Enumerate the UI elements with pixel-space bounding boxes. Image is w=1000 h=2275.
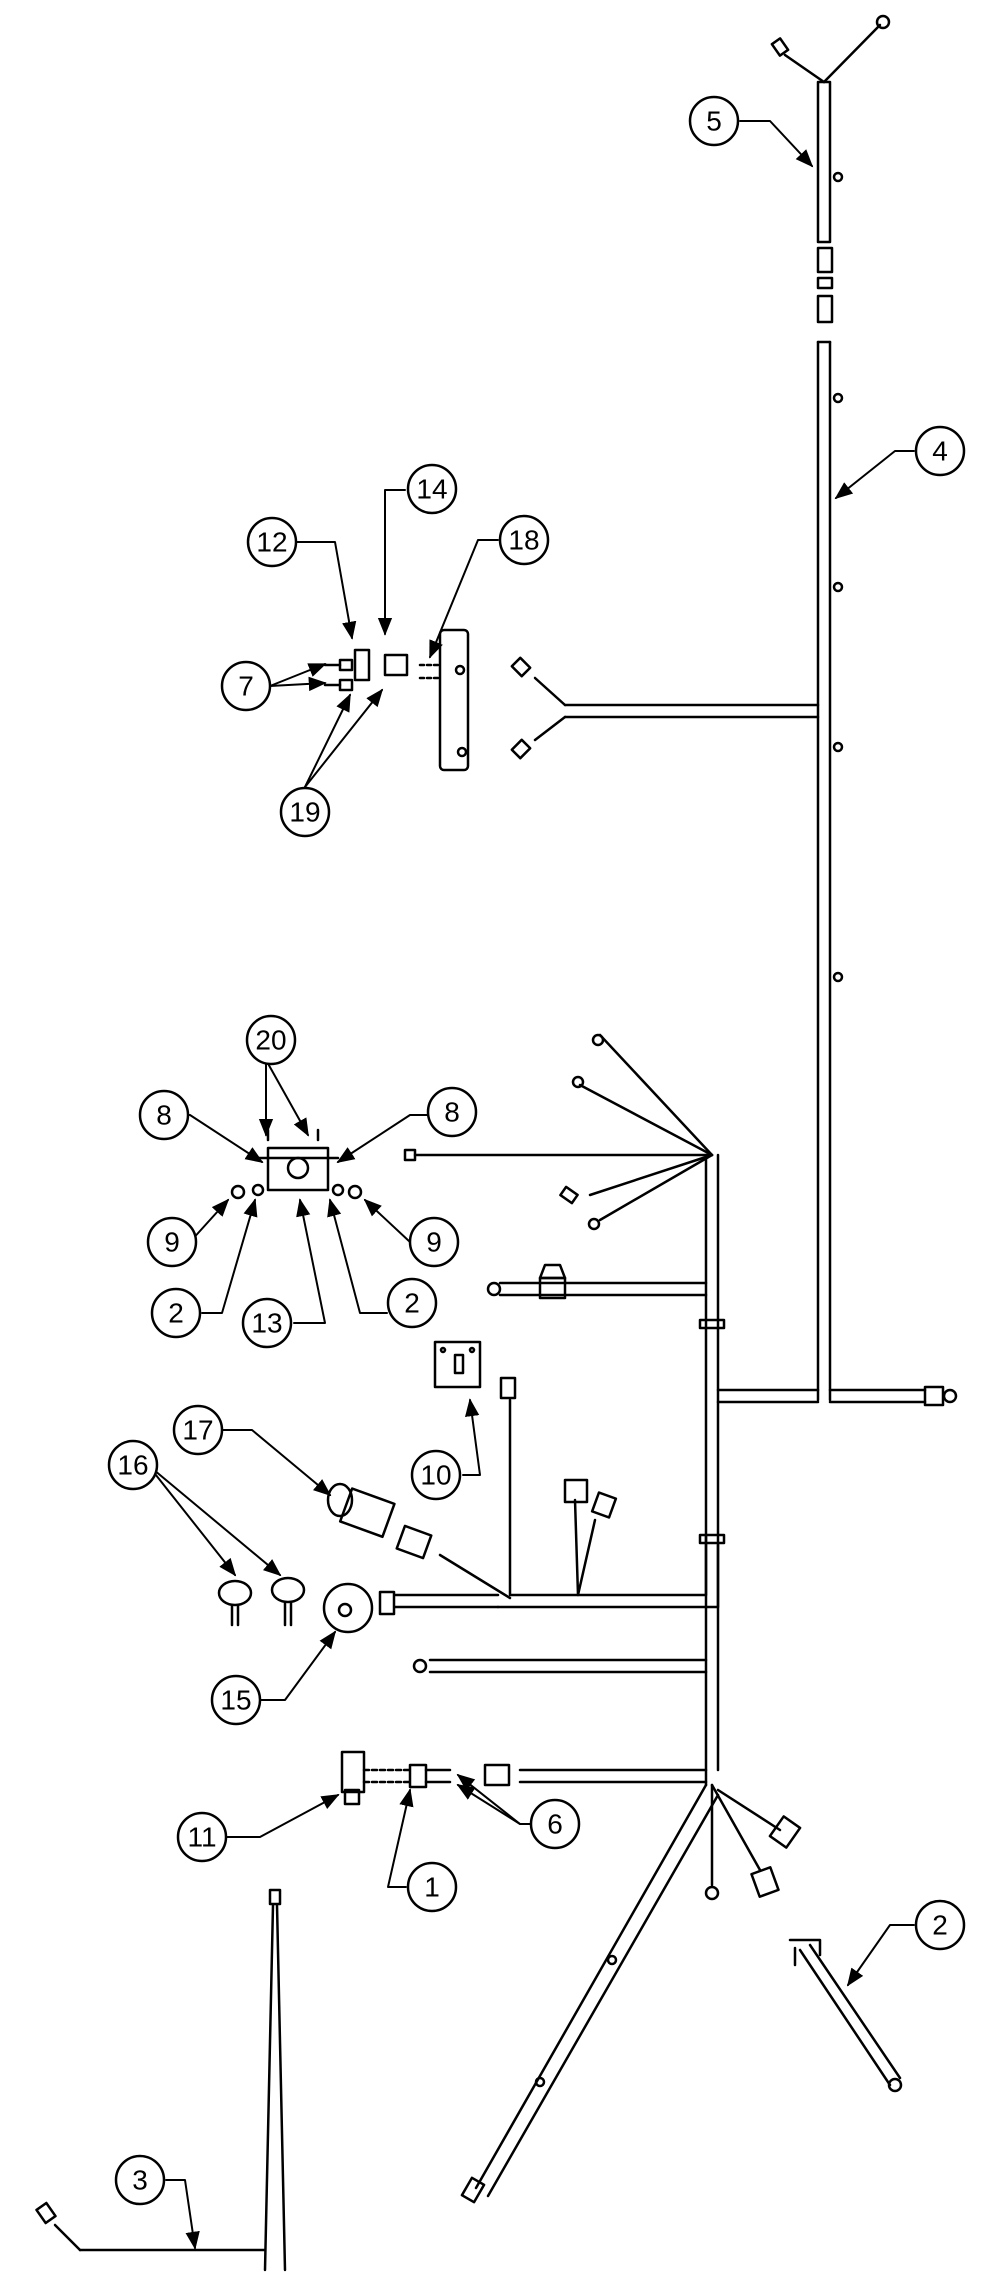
callout-circle-9a	[146, 1216, 198, 1268]
callout-circle-17	[172, 1404, 224, 1456]
callout-19: 19	[289, 797, 320, 828]
keys-16	[217, 1576, 306, 1627]
connector-11	[340, 1750, 452, 1806]
callout-circle-1	[406, 1861, 458, 1913]
callout-circle-4	[914, 425, 966, 477]
callout-14: 14	[416, 474, 447, 505]
cable-part-2	[788, 1938, 903, 2093]
callout-5: 5	[706, 106, 722, 137]
callout-circle-2b	[386, 1277, 438, 1329]
switch-17	[326, 1482, 396, 1539]
callout-circle-6	[529, 1798, 581, 1850]
callout-9a: 9	[164, 1227, 180, 1258]
callout-circle-2c	[914, 1899, 966, 1951]
callout-2a: 2	[168, 1298, 184, 1329]
callout-4: 4	[932, 436, 948, 467]
callout-8a: 8	[156, 1100, 172, 1131]
callout-circle-2a	[150, 1287, 202, 1339]
plate-10	[433, 1340, 482, 1389]
callout-circle-20	[245, 1014, 297, 1066]
harness-3	[35, 1888, 287, 2272]
leader-lines	[147, 120, 915, 2250]
callout-15: 15	[220, 1685, 251, 1716]
switch-assembly-top	[323, 628, 470, 772]
callout-labels: 5 4 14 12 18 7 19 20 8 8 9 9 2 2 13 10 1…	[117, 106, 947, 2196]
callout-circle-14	[406, 463, 458, 515]
callout-circle-12	[246, 516, 298, 568]
relay-assembly	[230, 1128, 363, 1200]
callout-circle-18	[498, 514, 550, 566]
callout-circle-11	[176, 1811, 228, 1863]
callout-13: 13	[251, 1308, 282, 1339]
callout-circle-8b	[426, 1086, 478, 1138]
key-switch-15	[322, 1582, 374, 1634]
callout-circle-16	[107, 1439, 159, 1491]
callout-circle-8a	[138, 1089, 190, 1141]
callout-2b: 2	[404, 1288, 420, 1319]
callout-circles	[107, 95, 966, 2206]
callout-10: 10	[420, 1460, 451, 1491]
callout-circle-3	[114, 2154, 166, 2206]
callout-17: 17	[182, 1415, 213, 1446]
callout-circle-5	[688, 95, 740, 147]
callout-3: 3	[132, 2165, 148, 2196]
callout-circle-13	[241, 1297, 293, 1349]
callout-6: 6	[547, 1809, 563, 1840]
callout-8b: 8	[444, 1097, 460, 1128]
callout-circle-7	[220, 660, 272, 712]
callout-11: 11	[187, 1822, 216, 1853]
callout-18: 18	[508, 525, 539, 556]
callout-circle-10	[410, 1449, 462, 1501]
harness-lower	[378, 1033, 820, 2204]
callout-circle-15	[210, 1674, 262, 1726]
callout-20: 20	[255, 1025, 286, 1056]
callout-16: 16	[117, 1450, 148, 1481]
harness-4	[510, 340, 958, 1407]
callout-9b: 9	[426, 1227, 442, 1258]
callout-7: 7	[238, 671, 254, 702]
harness-5	[770, 14, 891, 324]
callout-circle-19	[279, 786, 331, 838]
callout-1: 1	[424, 1872, 440, 1903]
callout-circle-9b	[408, 1216, 460, 1268]
callout-12: 12	[256, 527, 287, 558]
callout-2c: 2	[932, 1910, 948, 1941]
